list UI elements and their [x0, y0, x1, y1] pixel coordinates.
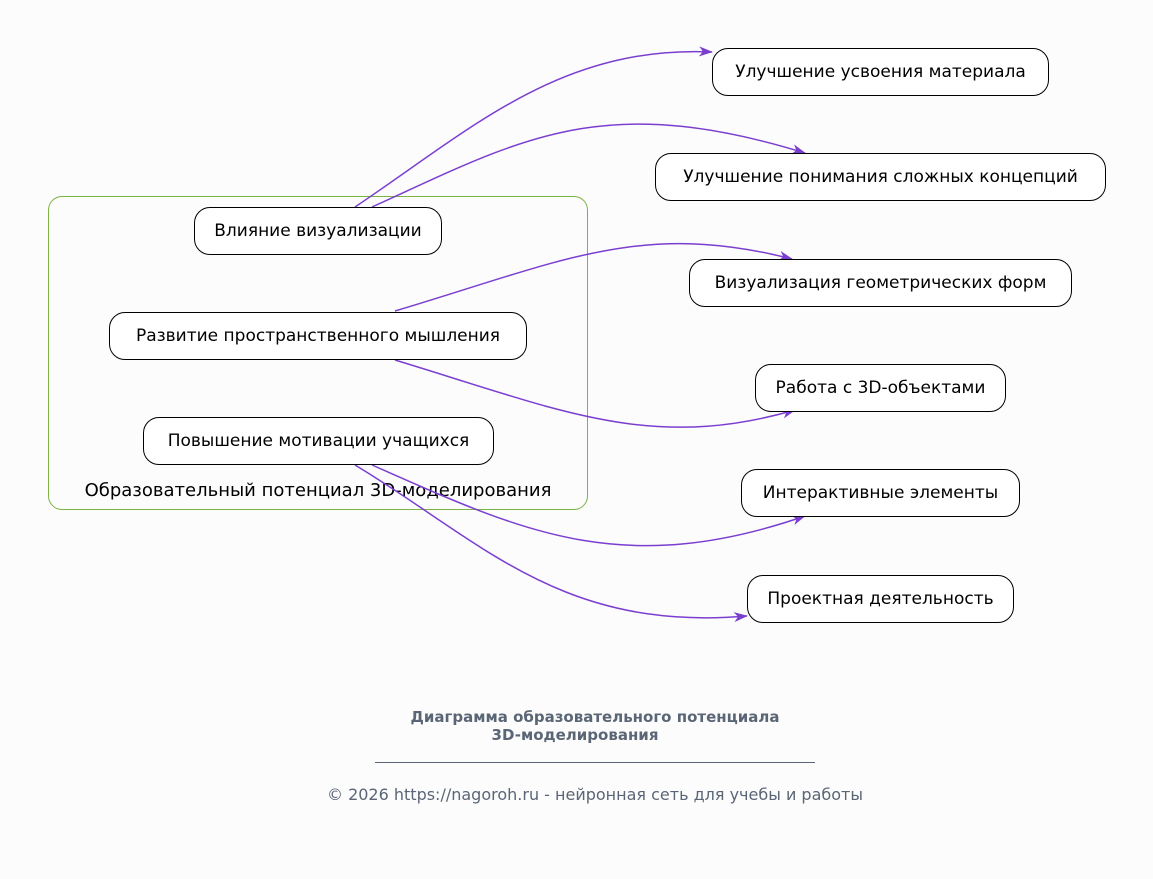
- copyright-text: © 2026 https://nagoroh.ru - нейронная се…: [326, 785, 863, 804]
- node-3d-objects[interactable]: Работа с 3D-объектами: [755, 364, 1006, 412]
- diagram-title-line1: Диаграмма образовательного потенциала: [410, 708, 780, 726]
- node-student-motivation[interactable]: Повышение мотивации учащихся: [143, 417, 494, 465]
- diagram-title-line2: 3D-моделирования: [491, 726, 659, 744]
- footer-divider: [375, 762, 815, 763]
- node-better-learning[interactable]: Улучшение усвоения материала: [712, 48, 1049, 96]
- node-project-activity[interactable]: Проектная деятельность: [747, 575, 1014, 623]
- cluster-educational-potential: Образовательный потенциал 3D-моделирован…: [48, 196, 588, 510]
- edge-spatial-to-geometry: [394, 242, 793, 312]
- edge-visualization-to-learning: [354, 46, 713, 208]
- edge-spatial-to-3d-objects: [394, 359, 796, 428]
- edge-motivation-to-projects: [354, 464, 748, 623]
- node-visualization-impact[interactable]: Влияние визуализации: [194, 207, 442, 255]
- edge-visualization-to-understanding: [371, 123, 806, 208]
- node-complex-concepts[interactable]: Улучшение понимания сложных концепций: [655, 153, 1106, 201]
- diagram-title: Диаграмма образовательного потенциала 3D…: [300, 708, 890, 744]
- node-spatial-thinking[interactable]: Развитие пространственного мышления: [109, 312, 527, 360]
- node-interactive-elements[interactable]: Интерактивные элементы: [741, 469, 1020, 517]
- node-geometric-shapes[interactable]: Визуализация геометрических форм: [689, 259, 1072, 307]
- cluster-label: Образовательный потенциал 3D-моделирован…: [84, 480, 552, 501]
- edge-motivation-to-interactive: [371, 464, 806, 547]
